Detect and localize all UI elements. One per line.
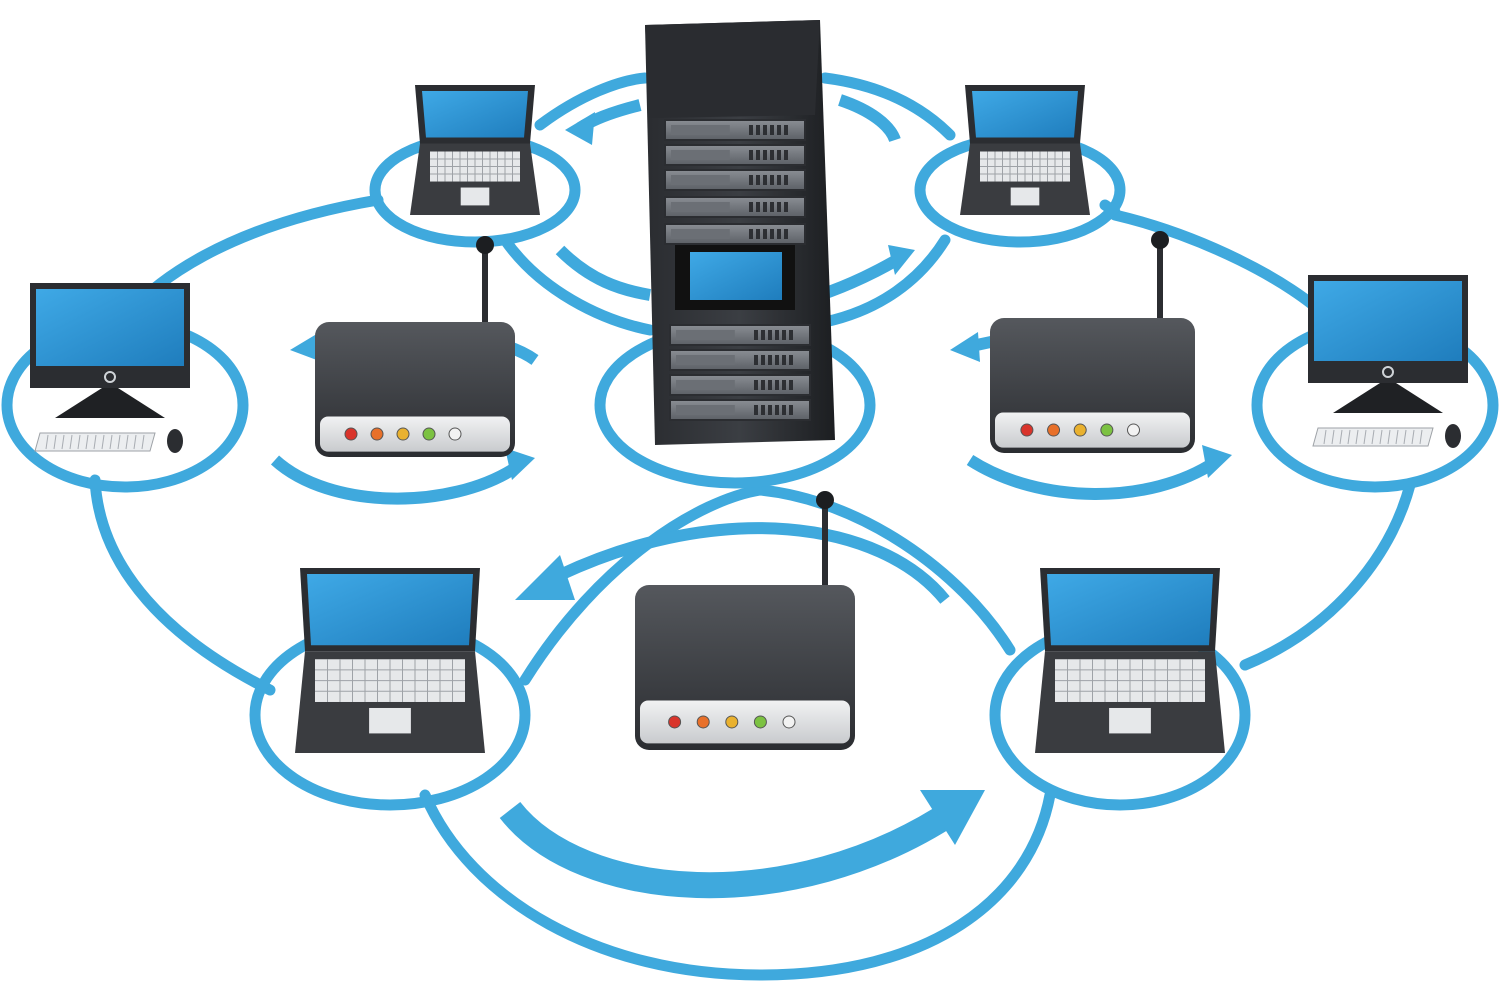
arrowhead-router-left-top xyxy=(290,332,322,362)
rack-server-unit xyxy=(669,324,811,346)
arrowhead-bottom-arc xyxy=(515,555,575,600)
status-led xyxy=(782,715,796,729)
rack-server-unit xyxy=(669,399,811,421)
rack-server-unit xyxy=(664,196,806,218)
laptop-icon xyxy=(960,85,1090,215)
top-arc xyxy=(534,72,651,131)
monitor-screen xyxy=(1314,281,1462,361)
upper-right-arc xyxy=(819,234,951,328)
top-arc-right xyxy=(819,72,956,141)
antenna-tip xyxy=(816,491,834,509)
laptop-touchpad xyxy=(1010,187,1040,206)
arrowhead-router-left-bottom xyxy=(505,448,535,480)
arrow-mid-left xyxy=(555,245,651,301)
monitor-stand xyxy=(55,388,165,418)
power-button-icon xyxy=(104,371,116,383)
rack-server-unit xyxy=(669,349,811,371)
arrow-top-right xyxy=(838,94,901,143)
arrowhead-router-right-bottom xyxy=(1202,445,1232,478)
status-led xyxy=(1073,423,1087,437)
laptops xyxy=(295,85,1225,753)
arrow-bottom-arc xyxy=(557,522,950,604)
power-button-icon xyxy=(1382,366,1394,378)
rack-server-unit xyxy=(669,374,811,396)
arrowhead-router-right-top xyxy=(950,332,980,362)
status-led xyxy=(1047,423,1061,437)
rack-server-unit xyxy=(664,119,806,141)
status-led xyxy=(1020,423,1034,437)
status-led xyxy=(696,715,710,729)
server-rack-icon xyxy=(645,20,835,445)
router-front-panel xyxy=(320,416,510,452)
laptop-touchpad xyxy=(460,187,490,206)
laptop-screen xyxy=(1047,574,1213,646)
laptop-screen xyxy=(972,91,1078,138)
rack-units-bottom xyxy=(669,324,811,421)
status-led xyxy=(1100,423,1114,437)
routers xyxy=(315,231,1195,750)
rack-monitor-screen xyxy=(690,252,782,300)
status-led xyxy=(753,715,767,729)
laptop-touchpad xyxy=(369,707,411,734)
status-led xyxy=(448,427,462,441)
rack-server-unit xyxy=(664,144,806,166)
desktop-computer-icon xyxy=(1308,275,1468,448)
arrow-router-right-bottom xyxy=(966,454,1219,500)
router-front-panel xyxy=(995,412,1190,448)
laptop-icon xyxy=(410,85,540,215)
arrowhead-bottom-big xyxy=(920,790,985,845)
laptop-icon xyxy=(295,568,485,753)
mouse-icon xyxy=(167,429,183,453)
status-led xyxy=(1127,423,1140,437)
rack-units-top xyxy=(664,119,806,245)
router-front-panel xyxy=(640,700,850,744)
monitor-screen xyxy=(36,289,184,366)
arrowhead-top-left xyxy=(565,112,595,145)
wireless-router-icon xyxy=(315,236,515,457)
status-led xyxy=(725,715,739,729)
arrow-heads xyxy=(290,112,1232,845)
antenna-tip xyxy=(476,236,494,254)
laptop-icon xyxy=(1035,568,1225,753)
arrow-router-left-bottom xyxy=(270,455,519,505)
rack-server-unit xyxy=(664,223,806,245)
status-led xyxy=(344,427,358,441)
antenna-tip xyxy=(1151,231,1169,249)
status-led xyxy=(422,427,436,441)
status-led xyxy=(668,715,682,729)
arrowhead-mid-right xyxy=(888,245,915,275)
wireless-router-icon xyxy=(990,231,1195,453)
laptop-screen xyxy=(422,91,528,138)
upper-left-arc xyxy=(499,234,656,336)
mouse-icon xyxy=(1445,424,1461,448)
status-led xyxy=(396,427,410,441)
monitor-stand xyxy=(1333,383,1443,413)
bottom-loop xyxy=(419,789,1056,981)
laptop-touchpad xyxy=(1109,707,1151,734)
rack-server-unit xyxy=(664,169,806,191)
arrow-mid-right xyxy=(818,252,904,301)
status-led xyxy=(370,427,384,441)
laptop-screen xyxy=(307,574,473,646)
arrow-bottom-big xyxy=(499,799,963,899)
desktop-computer-icon xyxy=(30,283,190,453)
desktops xyxy=(30,275,1468,453)
wireless-router-icon xyxy=(635,491,855,750)
